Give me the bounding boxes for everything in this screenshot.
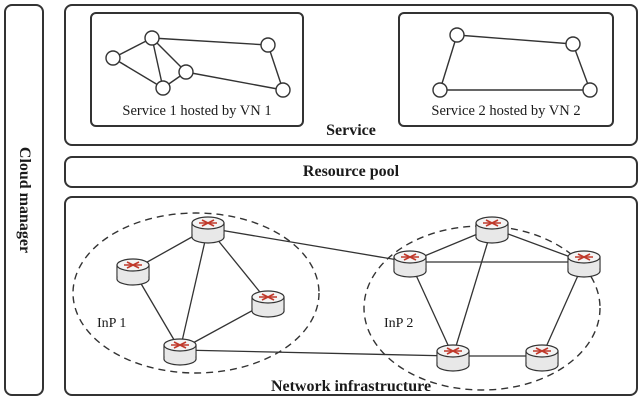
- router-icon: [525, 344, 559, 372]
- virtual-node-icon: [155, 80, 171, 96]
- resource-pool-layer: Resource pool: [64, 156, 638, 188]
- virtual-node-icon: [582, 82, 598, 98]
- service-1-caption: Service 1 hosted by VN 1: [122, 103, 272, 119]
- router-icon: [475, 216, 509, 244]
- router-icon: [251, 290, 285, 318]
- service-2-nodes: [432, 27, 598, 98]
- router-icon: [436, 344, 470, 372]
- service-2-caption: Service 2 hosted by VN 2: [431, 103, 581, 119]
- network-infrastructure-title: Network infrastructure: [270, 378, 432, 395]
- router-icon: [116, 258, 150, 286]
- virtual-node-icon: [105, 50, 121, 66]
- resource-pool-title: Resource pool: [302, 163, 400, 180]
- inp-1-domain: [72, 212, 320, 374]
- service-1-links: [112, 37, 284, 91]
- service-1-nodes: [105, 30, 291, 98]
- virtual-node-icon: [565, 36, 581, 52]
- service-2-links: [439, 34, 591, 91]
- service-1-box: Service 1 hosted by VN 1: [90, 12, 304, 127]
- router-icon: [163, 338, 197, 366]
- router-icon: [393, 250, 427, 278]
- virtual-node-icon: [260, 37, 276, 53]
- router-icon: [191, 216, 225, 244]
- service-2-box: Service 2 hosted by VN 2: [398, 12, 614, 127]
- inp-2-label: InP 2: [384, 316, 413, 331]
- inp-1-label: InP 1: [97, 316, 126, 331]
- virtual-node-icon: [144, 30, 160, 46]
- inp-2-domain: [363, 225, 601, 391]
- physical-links: [132, 227, 585, 357]
- virtual-node-icon: [449, 27, 465, 43]
- cloud-manager-panel: Cloud manager: [4, 4, 44, 396]
- service-layer-title: Service: [326, 122, 376, 139]
- virtual-node-icon: [275, 82, 291, 98]
- router-icon: [567, 250, 601, 278]
- virtual-node-icon: [432, 82, 448, 98]
- virtual-node-icon: [178, 64, 194, 80]
